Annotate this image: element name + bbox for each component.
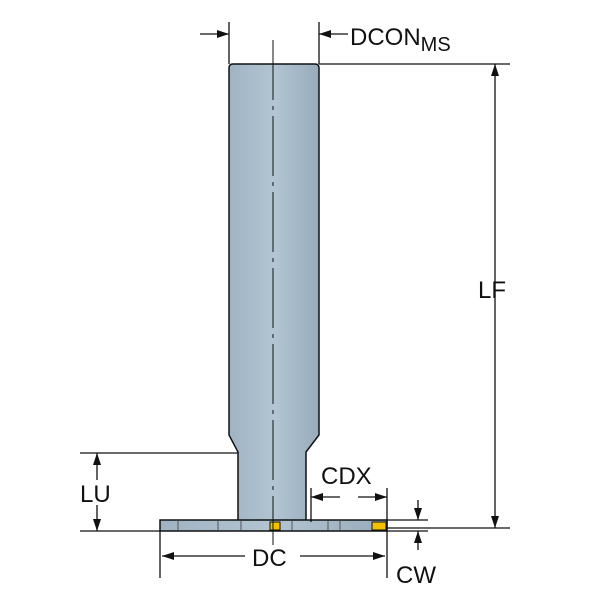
disc-segments bbox=[177, 521, 341, 530]
lf-label: LF bbox=[478, 277, 506, 304]
insert-edge bbox=[371, 521, 387, 531]
dimension-lines bbox=[80, 22, 510, 578]
insert-center bbox=[269, 521, 281, 531]
shank bbox=[228, 63, 320, 523]
dcon-label: DCONMS bbox=[350, 24, 451, 56]
cdx-label: CDX bbox=[321, 463, 372, 490]
lu-label: LU bbox=[80, 481, 111, 508]
cw-label: CW bbox=[396, 562, 436, 589]
dc-label: DC bbox=[252, 545, 287, 572]
